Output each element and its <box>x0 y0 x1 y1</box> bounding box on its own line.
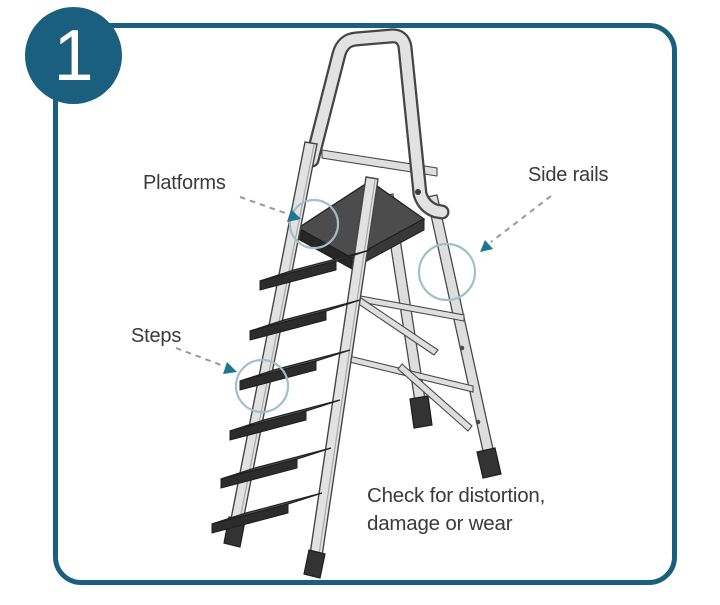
side-rails-label: Side rails <box>528 164 609 186</box>
step-treads <box>211 249 371 534</box>
steps-arrowhead-icon <box>223 362 237 374</box>
inspection-note-line2: damage or wear <box>367 512 513 535</box>
hinge-pin <box>415 189 421 195</box>
rivet <box>459 345 465 351</box>
steps-label: Steps <box>131 325 182 347</box>
inspection-note: Check for distortion, damage or wear <box>367 482 545 538</box>
step-number-badge: 1 <box>25 7 122 104</box>
cross-braces <box>340 293 481 432</box>
annotation-circles <box>234 198 477 414</box>
step-number: 1 <box>53 15 94 96</box>
side-rails-arrowhead-icon <box>480 240 493 252</box>
inspection-note-line1: Check for distortion, <box>367 484 546 507</box>
platforms-arrowhead-icon <box>287 209 301 222</box>
side-rail-highlight-circle <box>417 242 477 302</box>
callout-arrows <box>175 195 552 374</box>
back-feet <box>409 395 502 479</box>
rivet <box>475 419 481 425</box>
panel-frame <box>53 23 677 585</box>
step-highlight-circle <box>234 358 290 414</box>
platforms-label: Platforms <box>143 172 226 194</box>
guard-rail-loop <box>304 28 450 220</box>
platform-highlight-circle <box>288 198 340 250</box>
hinge-bar <box>321 149 438 177</box>
